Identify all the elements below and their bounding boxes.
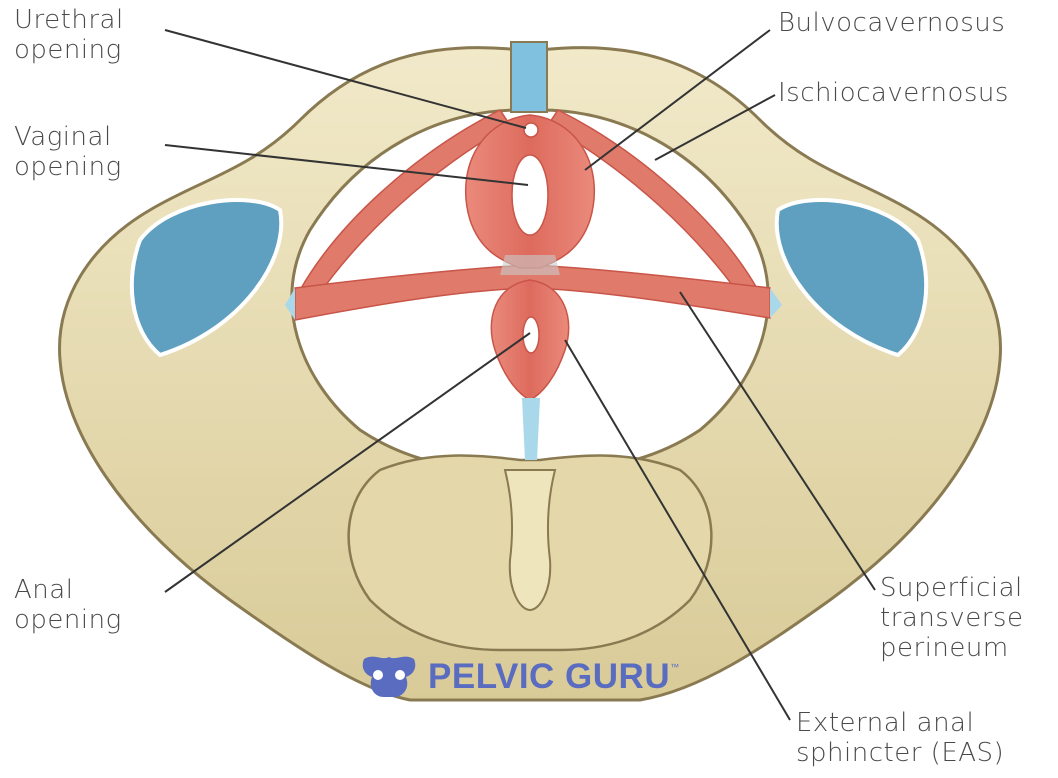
pelvic-guru-logo: PELVIC GURU ™ [358,652,679,702]
anal-opening [523,317,539,353]
vaginal-opening [512,155,548,235]
label-bulbocavernosus: Bulvocavernosus [778,8,1005,38]
logo-trademark: ™ [670,662,679,672]
logo-text: PELVIC GURU [428,657,670,697]
pelvis-logo-icon [358,653,420,701]
urethral-opening [524,123,538,137]
label-ischiocavernosus: Ischiocavernosus [778,78,1009,108]
